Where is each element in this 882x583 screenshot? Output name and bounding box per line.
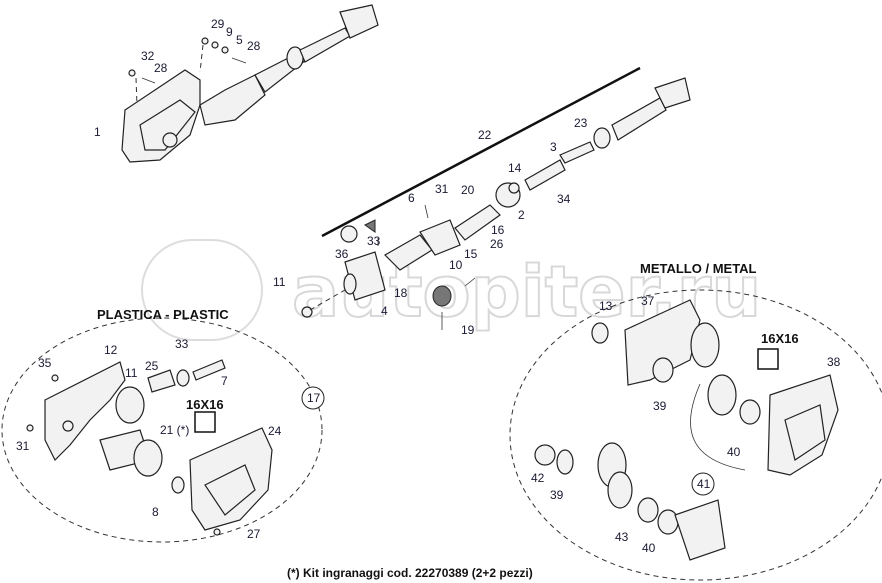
callout-21: 21 (*) bbox=[160, 423, 189, 437]
callout-43: 43 bbox=[615, 530, 629, 544]
callout-35: 35 bbox=[38, 356, 52, 370]
callout-28: 28 bbox=[247, 39, 261, 53]
top-shaft-assembly bbox=[121, 4, 379, 163]
callout-39: 39 bbox=[653, 399, 667, 413]
callout-3: 3 bbox=[550, 140, 557, 154]
callout-12: 12 bbox=[104, 343, 118, 357]
callout-1: 1 bbox=[94, 125, 101, 139]
callout-38: 38 bbox=[827, 355, 841, 369]
callout-33: 33 bbox=[175, 337, 189, 351]
callout-13: 13 bbox=[599, 299, 613, 313]
metal-group-outline bbox=[509, 289, 882, 581]
callout-19: 19 bbox=[461, 323, 475, 337]
callout-28: 28 bbox=[154, 61, 168, 75]
callout-42: 42 bbox=[531, 471, 545, 485]
callout-40: 40 bbox=[727, 445, 741, 459]
callout-31: 31 bbox=[16, 439, 30, 453]
callout-15: 15 bbox=[464, 247, 478, 261]
callout-40: 40 bbox=[642, 541, 656, 555]
callout-9: 9 bbox=[226, 25, 233, 39]
callout-6: 6 bbox=[408, 191, 415, 205]
plastic-square-label: 16X16 bbox=[186, 397, 224, 412]
callout-2: 2 bbox=[518, 208, 525, 222]
callout-31: 31 bbox=[435, 182, 449, 196]
plastic-section-title: PLASTICA - PLASTIC bbox=[97, 307, 229, 322]
metal-square-drive-icon bbox=[757, 348, 779, 370]
callout-29: 29 bbox=[211, 17, 225, 31]
callout-14: 14 bbox=[508, 161, 522, 175]
callout-17: 17 bbox=[307, 391, 321, 405]
center-joint-assembly bbox=[301, 77, 691, 330]
callout-27: 27 bbox=[247, 527, 261, 541]
callout-26: 26 bbox=[490, 237, 504, 251]
plastic-callouts: 33 12 35 25 11 7 17 21 (*) 24 31 8 27 bbox=[16, 337, 321, 541]
callout-10: 10 bbox=[449, 258, 463, 272]
callout-11: 11 bbox=[273, 275, 286, 289]
callout-18: 18 bbox=[394, 286, 408, 300]
metal-section-title: METALLO / METAL bbox=[640, 261, 757, 276]
callout-39: 39 bbox=[550, 488, 564, 502]
callout-7: 7 bbox=[221, 374, 228, 388]
callout-34: 34 bbox=[557, 192, 571, 206]
callout-circle-17 bbox=[301, 386, 325, 410]
callout-5: 5 bbox=[236, 33, 243, 47]
callout-circle-41 bbox=[691, 472, 715, 496]
plastic-gear-assembly bbox=[26, 359, 325, 536]
callout-4: 4 bbox=[381, 304, 388, 318]
callout-33: 33 bbox=[367, 234, 381, 248]
group-separator-line bbox=[321, 66, 641, 238]
center-callouts: 22 23 3 14 34 31 20 6 2 16 26 33 15 36 1… bbox=[273, 116, 613, 337]
plastic-group-outline bbox=[1, 317, 323, 543]
callout-22: 22 bbox=[478, 128, 492, 142]
callout-11: 11 bbox=[125, 366, 138, 380]
callout-16: 16 bbox=[491, 223, 505, 237]
metal-square-label: 16X16 bbox=[761, 331, 799, 346]
callout-20: 20 bbox=[461, 183, 475, 197]
callout-41: 41 bbox=[697, 477, 711, 491]
callout-8: 8 bbox=[152, 505, 159, 519]
callout-23: 23 bbox=[574, 116, 588, 130]
top-callouts: 29 9 5 28 32 28 1 bbox=[94, 17, 261, 139]
callout-36: 36 bbox=[335, 247, 349, 261]
callout-37: 37 bbox=[641, 294, 655, 308]
metal-callouts: 37 38 39 40 41 42 39 43 40 bbox=[531, 294, 841, 555]
plastic-square-drive-icon bbox=[194, 411, 216, 433]
callout-25: 25 bbox=[145, 359, 159, 373]
metal-gear-assembly bbox=[534, 299, 839, 561]
callout-24: 24 bbox=[268, 424, 282, 438]
footer-note: (*) Kit ingranaggi cod. 22270389 (2+2 pe… bbox=[287, 566, 533, 580]
callout-32: 32 bbox=[141, 49, 155, 63]
